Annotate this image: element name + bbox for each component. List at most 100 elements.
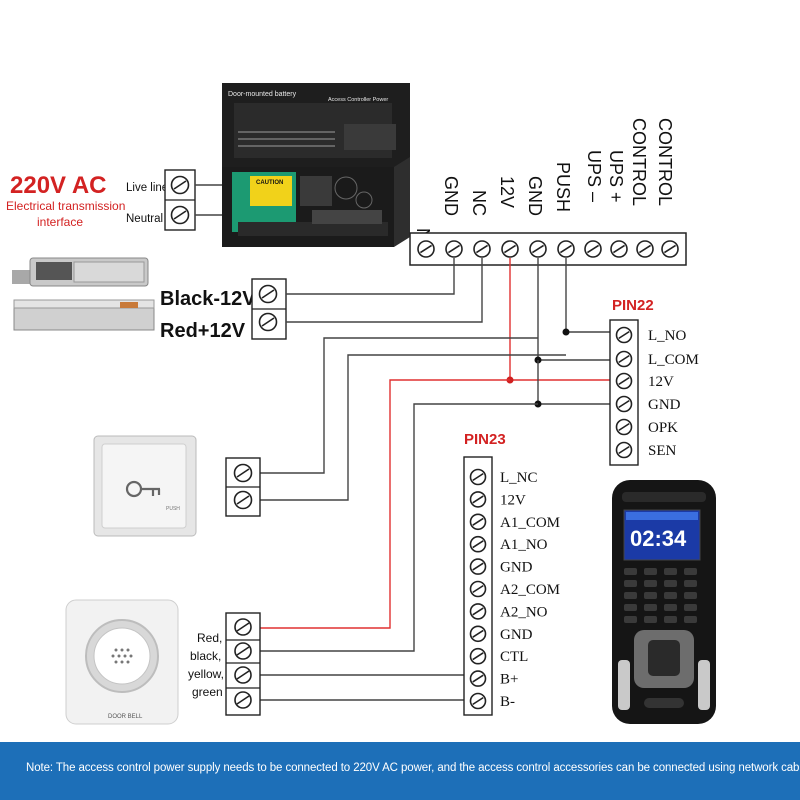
top-label-6: UPS –: [584, 150, 604, 202]
terminal-screw-icon: [661, 240, 679, 258]
terminal-screw-icon: [469, 625, 487, 643]
power-supply-unit: Door-mounted battery Access Controller P…: [222, 83, 410, 247]
terminal-screw-icon: [615, 350, 633, 368]
keypad-key: [684, 568, 697, 575]
ac-title: 220V AC: [10, 172, 107, 199]
terminal-screw-icon: [469, 647, 487, 665]
ac-subtitle-1: Electrical transmission: [6, 199, 125, 213]
pin23-label: A2_COM: [500, 582, 560, 598]
terminal-screw-icon: [615, 418, 633, 436]
pin23-label: GND: [500, 560, 533, 576]
doorbell-brand: DOOR BELL: [108, 714, 143, 720]
top-label-8: CONTROL: [629, 118, 649, 206]
terminal-screw-icon: [445, 240, 463, 258]
keypad-key: [644, 604, 657, 611]
top-label-3: 12V: [497, 176, 517, 208]
terminal-screw-icon: [469, 580, 487, 598]
wire-color-green: green: [192, 685, 223, 699]
keypad-key: [684, 604, 697, 611]
terminal-screw-icon: [469, 558, 487, 575]
neutral-label: Neutral: [126, 213, 163, 225]
doorbell-terminals: [225, 612, 261, 716]
top-label-7: UPS +: [606, 150, 626, 203]
fingerprint-reader: 02:34: [612, 480, 716, 724]
wire-color-red: Red,: [197, 631, 222, 645]
terminal-screw-icon: [233, 490, 253, 510]
terminal-screw-icon: [233, 463, 253, 483]
terminal-screw-icon: [615, 326, 633, 344]
lock-terminals: Black-12V Red+12V: [160, 278, 287, 342]
terminal-screw-icon: [234, 691, 252, 709]
top-terminal-block: [409, 232, 687, 266]
top-label-9: CONTROL: [655, 118, 675, 206]
keypad-key: [664, 568, 677, 575]
keypad-key: [624, 568, 637, 575]
terminal-screw-icon: [469, 535, 487, 553]
terminal-screw-icon: [501, 240, 519, 258]
terminal-screw-icon: [469, 670, 487, 687]
key-icon: [125, 480, 161, 498]
keypad-key: [624, 580, 637, 587]
terminal-screw-icon: [234, 618, 252, 636]
pin22-label: 12V: [648, 374, 674, 390]
keypad-key: [664, 616, 677, 623]
exit-button-label: PUSH: [166, 506, 180, 512]
terminal-screw-icon: [469, 468, 487, 486]
note-text: Note: The access control power supply ne…: [26, 762, 800, 774]
power-supply-case-label: Door-mounted battery: [228, 91, 297, 98]
pin22-label: SEN: [648, 443, 677, 459]
top-label-1: GND: [441, 176, 461, 216]
caution-label: CAUTION: [256, 180, 283, 186]
keypad-key: [624, 604, 637, 611]
terminal-screw-icon: [469, 491, 487, 508]
pin23-label: CTL: [500, 649, 528, 665]
reader-time: 02:34: [630, 526, 687, 551]
keypad-key: [684, 616, 697, 623]
terminal-screw-icon: [469, 603, 487, 620]
terminal-screw-icon: [234, 666, 252, 684]
keypad-key: [644, 616, 657, 623]
terminal-screw-icon: [469, 513, 487, 531]
doorbell: DOOR BELL Red, black, yellow, green: [65, 599, 224, 725]
terminal-screw-icon: [469, 692, 487, 710]
red-12v-label: Red+12V: [160, 320, 246, 342]
pin23-label: B+: [500, 672, 518, 688]
keypad-key: [664, 580, 677, 587]
ac-subtitle-2: interface: [37, 215, 83, 229]
pin23-label: 12V: [500, 492, 526, 508]
pin23-label: GND: [500, 627, 533, 643]
pin23-label: A2_NO: [500, 604, 548, 620]
speaker-grille-icon: [111, 648, 133, 664]
keypad-key: [624, 592, 637, 599]
pin22-label: OPK: [648, 420, 678, 436]
terminal-screw-icon: [473, 240, 491, 258]
exit-button-terminals: [225, 457, 261, 517]
note-bar: Note: The access control power supply ne…: [0, 742, 800, 800]
terminal-screw-icon: [258, 312, 278, 332]
pin22-label: L_NO: [648, 328, 686, 344]
power-supply-panel-title: Access Controller Power: [328, 97, 388, 103]
keypad-key: [684, 592, 697, 599]
top-label-2: NC: [469, 190, 489, 216]
terminal-screw-icon: [529, 240, 547, 258]
top-label-5: PUSH: [553, 162, 573, 212]
terminal-screw-icon: [615, 372, 633, 390]
terminal-screw-icon: [636, 240, 654, 258]
top-label-4: GND: [525, 176, 545, 216]
terminal-screw-icon: [170, 205, 190, 225]
terminal-screw-icon: [417, 240, 435, 258]
pin22-label: L_COM: [648, 352, 699, 368]
terminal-screw-icon: [557, 240, 575, 258]
top-terminal-labels: NO GND NC 12V GND PUSH UPS – UPS + CONTR…: [413, 118, 675, 255]
keypad-key: [684, 580, 697, 587]
pin22-title: PIN22: [612, 297, 654, 314]
pin22-label: GND: [648, 397, 681, 413]
pin22-block: PIN22 L_NO L_COM 12V GND OPK SEN: [609, 297, 699, 466]
terminal-screw-icon: [170, 175, 190, 195]
wires: [260, 258, 610, 701]
magnetic-lock: [13, 299, 155, 331]
keypad-key: [644, 592, 657, 599]
terminal-screw-icon: [234, 642, 252, 660]
pin23-label: A1_NO: [500, 537, 548, 553]
pin23-title: PIN23: [464, 431, 506, 448]
